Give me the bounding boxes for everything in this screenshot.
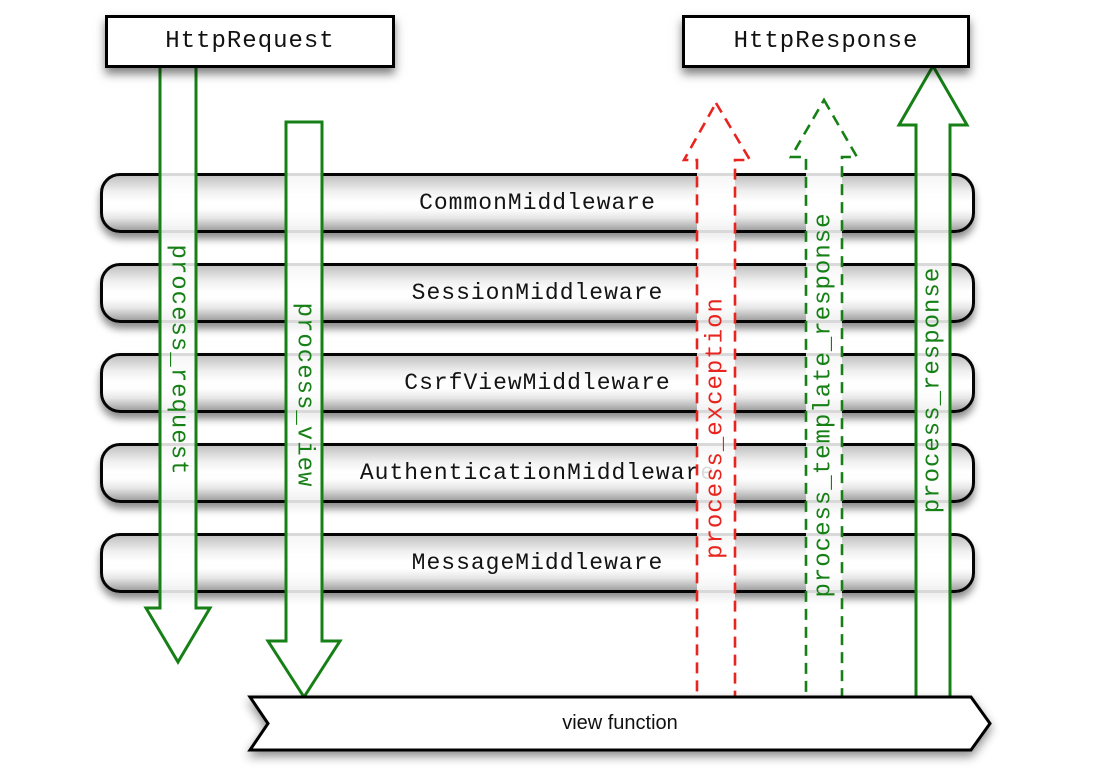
http-request-label: HttpRequest [165,28,335,55]
middleware-label: CsrfViewMiddleware [404,370,671,396]
middleware-label: SessionMiddleware [411,280,664,306]
view-function-banner [247,695,992,752]
view-function-text: view function [562,712,678,734]
process-request-label: process_request [164,244,192,476]
http-request-box: HttpRequest [105,15,395,68]
process-request-arrow [143,62,213,665]
http-response-box: HttpResponse [682,15,970,68]
process-response-label: process_response [919,266,947,514]
middleware-label: CommonMiddleware [419,190,656,216]
process-template-response-label: process_template_response [810,212,838,598]
middleware-label: MessageMiddleware [411,550,664,576]
http-response-label: HttpResponse [733,28,919,55]
process-view-arrow [265,120,343,700]
process-exception-label: process_exception [702,297,730,559]
middleware-label: AuthenticationMiddleware [359,460,716,486]
process-view-label: process_view [290,302,318,488]
